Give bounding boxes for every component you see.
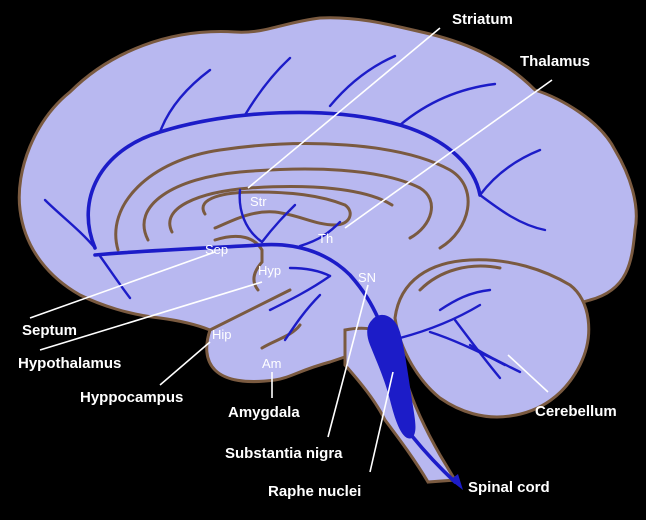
label-amygdala: Amygdala bbox=[228, 404, 300, 421]
label-am: Am bbox=[262, 356, 282, 371]
label-spinal-cord: Spinal cord bbox=[468, 479, 550, 496]
label-raphe-nuclei: Raphe nuclei bbox=[268, 483, 361, 500]
label-str: Str bbox=[250, 194, 267, 209]
label-substantia-nigra: Substantia nigra bbox=[225, 445, 343, 462]
label-cerebellum: Cerebellum bbox=[535, 403, 617, 420]
label-th: Th bbox=[318, 231, 333, 246]
leader-hyppocampus bbox=[160, 342, 210, 385]
label-sn: SN bbox=[358, 270, 376, 285]
cerebellum-shape bbox=[395, 260, 589, 417]
label-thalamus: Thalamus bbox=[520, 53, 590, 70]
label-septum: Septum bbox=[22, 322, 77, 339]
label-hyppocampus: Hyppocampus bbox=[80, 389, 183, 406]
label-hyp: Hyp bbox=[258, 263, 281, 278]
label-hip: Hip bbox=[212, 327, 232, 342]
label-hypothalamus: Hypothalamus bbox=[18, 355, 121, 372]
label-striatum: Striatum bbox=[452, 11, 513, 28]
label-sep: Sep bbox=[205, 242, 228, 257]
